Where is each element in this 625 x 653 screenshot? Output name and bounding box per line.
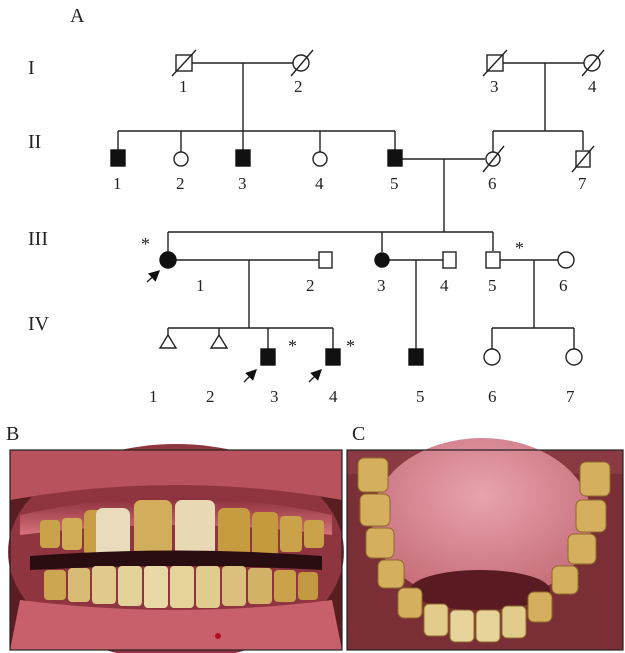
individual-ii-1 [111,150,125,166]
label-iv-4: 4 [329,387,338,406]
individual-iii-1 [160,252,176,268]
generation-label-iii: III [28,228,48,250]
individual-iii-4 [443,252,456,268]
individual-iii-2 [319,252,332,268]
label-iii-3: 3 [377,276,386,295]
proband-arrow-iii-1 [147,272,158,282]
individual-ii-2 [174,152,188,166]
label-iv-5: 5 [416,387,425,406]
label-iv-2: 2 [206,387,215,406]
individual-iv-6 [484,349,500,365]
asterisk-iii-1: * [141,234,150,254]
individual-iv-4 [326,349,340,365]
label-iv-7: 7 [566,387,575,406]
proband-arrow-iv-4 [309,371,320,382]
asterisk-iv-3: * [288,336,297,356]
label-iv-1: 1 [149,387,158,406]
label-i-3: 3 [490,77,499,96]
pedigree-lines [118,63,584,349]
asterisk-iv-4: * [346,336,355,356]
individual-i-4 [582,50,604,76]
individual-iv-5 [409,349,423,365]
individual-iii-6 [558,252,574,268]
proband-arrow-iv-3 [244,371,255,382]
panel-label-c: C [352,423,365,445]
label-ii-6: 6 [488,174,497,193]
individual-ii-4 [313,152,327,166]
individual-i-3 [483,50,507,76]
label-ii-1: 1 [113,174,122,193]
label-i-1: 1 [179,77,188,96]
individual-iv-2 [211,335,227,348]
label-ii-7: 7 [578,174,587,193]
generation-label-i: I [28,57,35,79]
label-i-4: 4 [588,77,597,96]
individual-i-2 [291,50,313,76]
panel-label-a: A [70,5,85,27]
label-iii-5: 5 [488,276,497,295]
label-ii-5: 5 [390,174,399,193]
label-ii-2: 2 [176,174,185,193]
individual-iii-3 [375,253,389,267]
individual-ii-5 [388,150,402,166]
generation-label-ii: II [28,131,41,153]
asterisk-iii-5: * [515,238,524,258]
individual-iii-5 [486,252,500,268]
label-iv-6: 6 [488,387,497,406]
individual-iv-1 [160,335,176,348]
panel-label-b: B [6,423,19,445]
label-iv-3: 3 [270,387,279,406]
photo-frontal-teeth [8,444,344,653]
generation-label-iv: IV [28,313,50,335]
individual-iv-3 [261,349,275,365]
label-i-2: 2 [294,77,303,96]
label-ii-3: 3 [238,174,247,193]
label-ii-4: 4 [315,174,324,193]
label-iii-4: 4 [440,276,449,295]
individual-ii-3 [236,150,250,166]
label-iii-6: 6 [559,276,568,295]
photo-lower-arch [347,438,623,650]
individual-iv-7 [566,349,582,365]
label-iii-2: 2 [306,276,315,295]
individual-i-1 [172,50,196,76]
label-iii-1: 1 [196,276,205,295]
